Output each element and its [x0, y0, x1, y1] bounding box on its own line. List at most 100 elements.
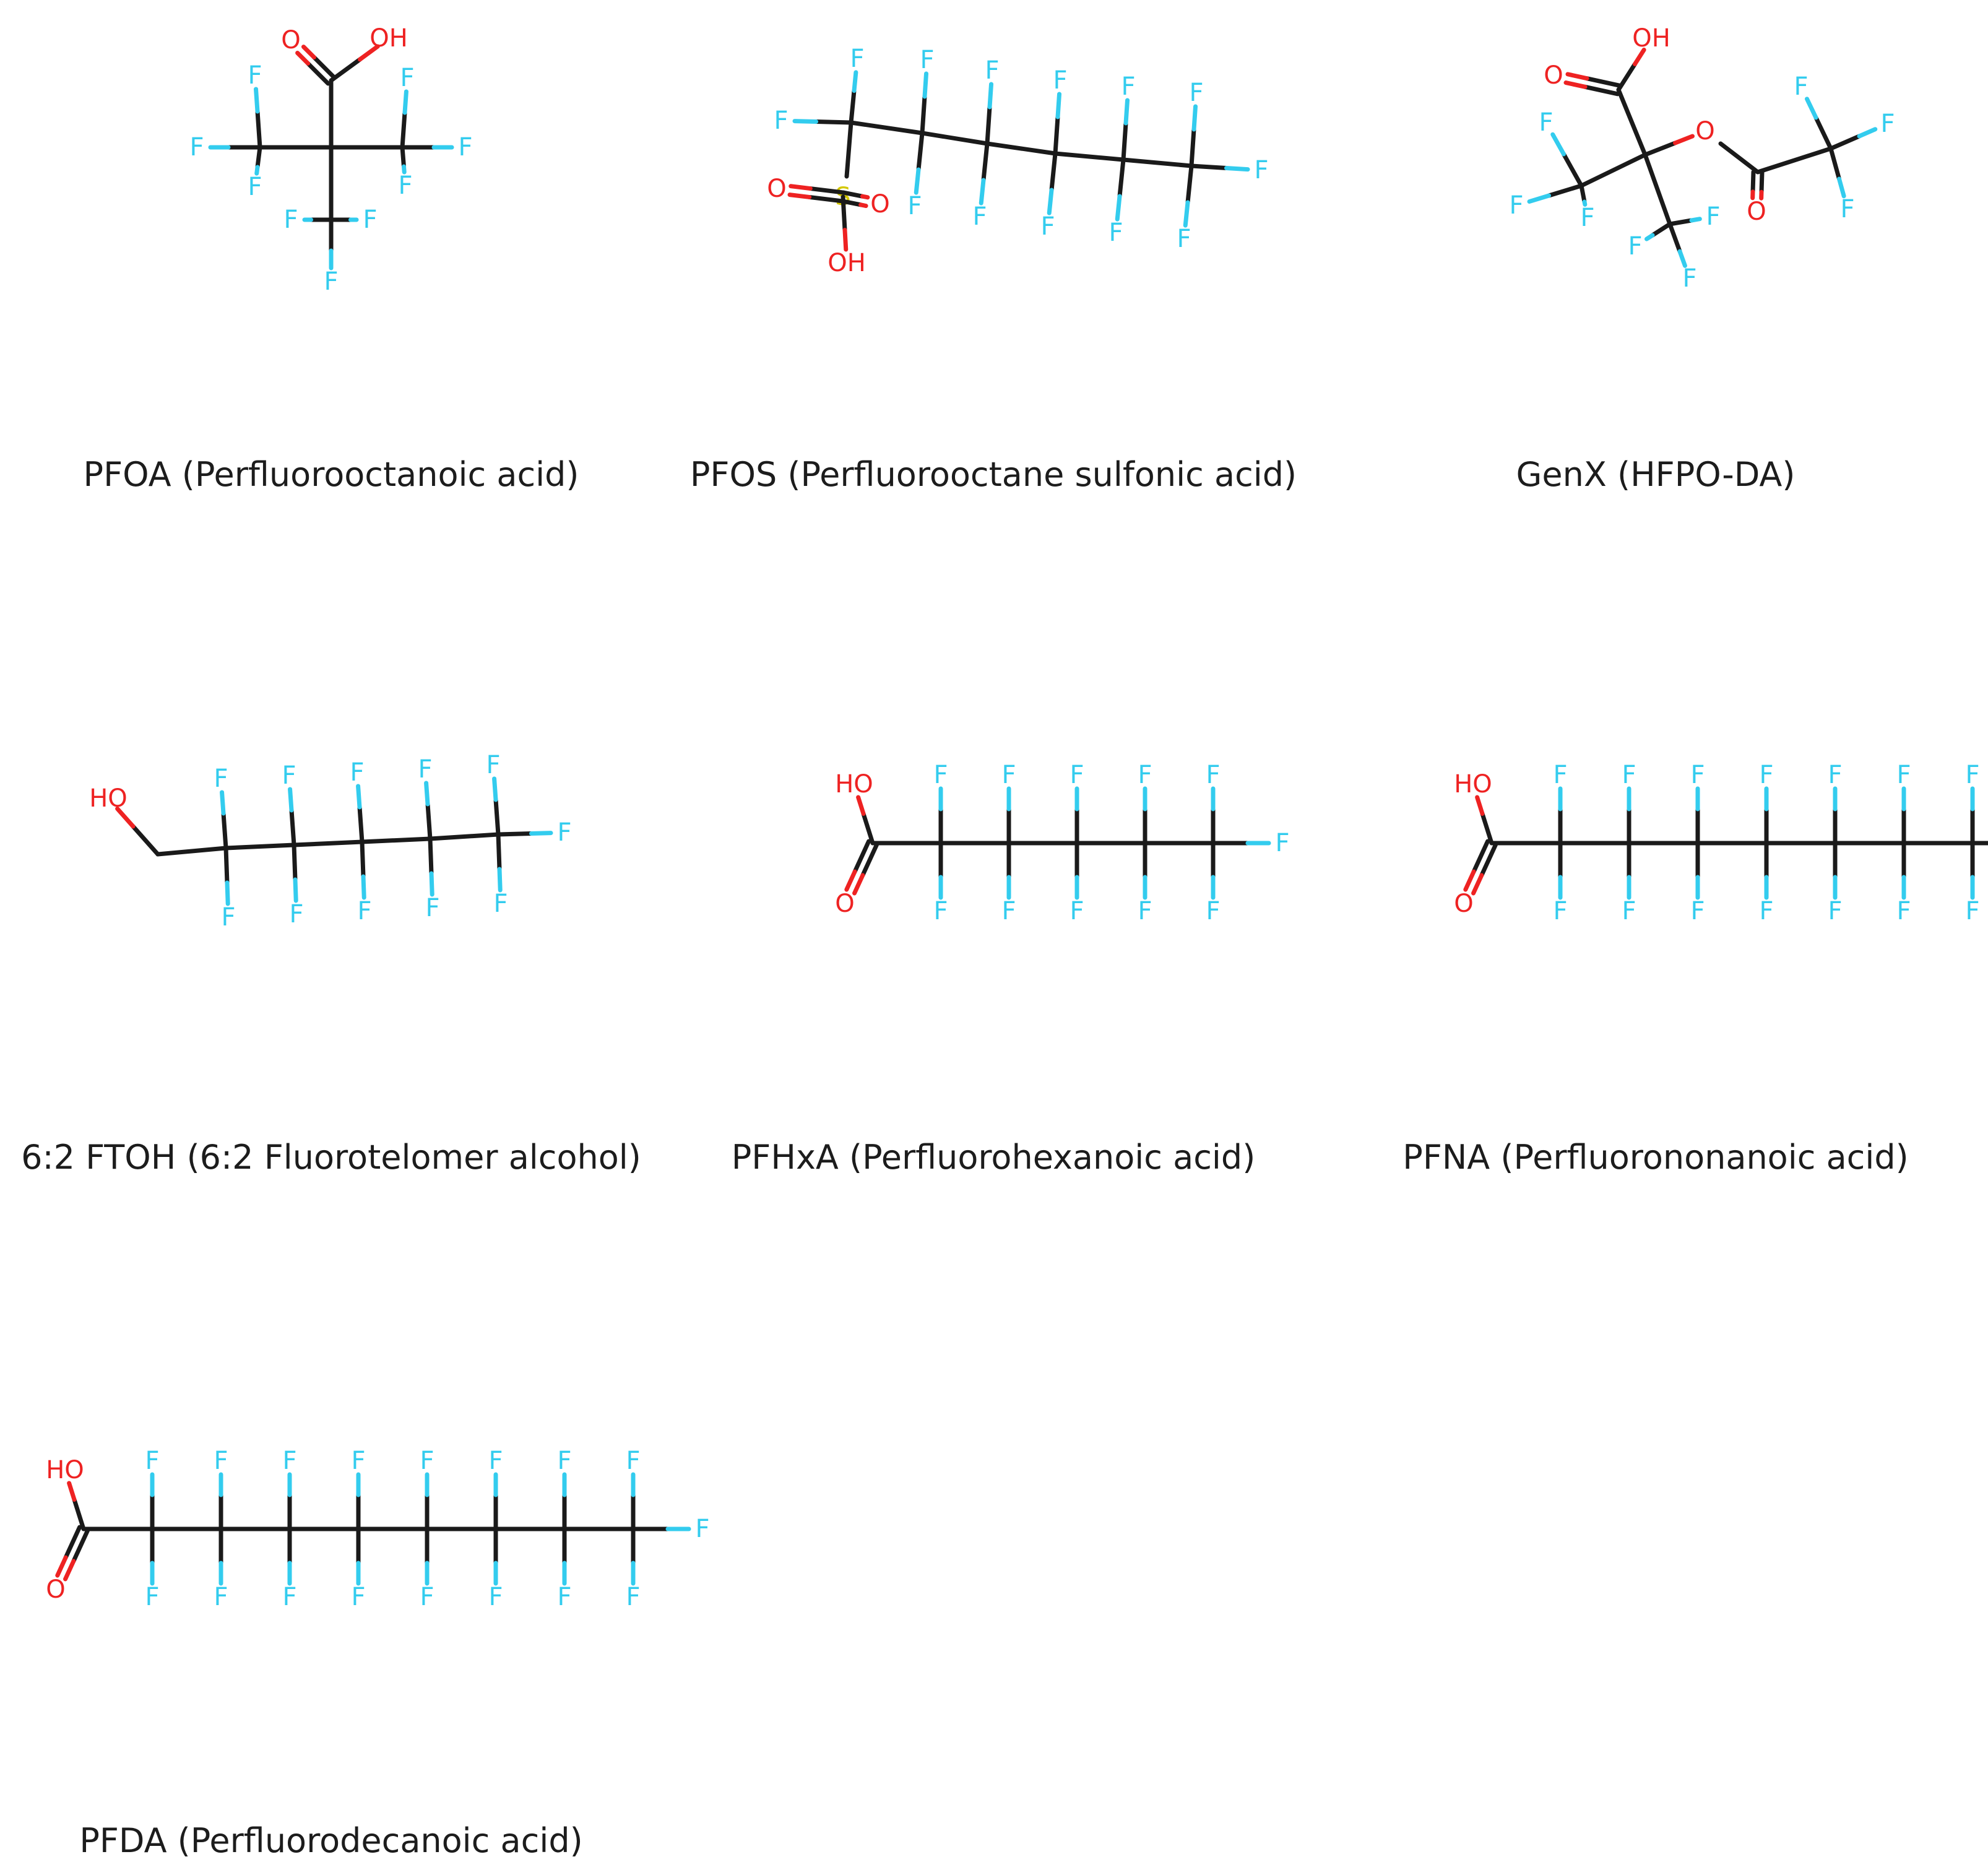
bond — [255, 109, 262, 150]
atom-label-f: F — [493, 890, 508, 918]
atom-label-ho: HO — [46, 1456, 84, 1484]
atom-label-oh: OH — [370, 24, 408, 53]
atom-label-f: F — [1828, 897, 1842, 925]
bond — [1828, 146, 1841, 181]
bond — [1053, 115, 1060, 156]
bond — [1189, 163, 1229, 170]
bond — [358, 44, 380, 62]
atom-label-f: F — [420, 1447, 434, 1475]
atom-label-f: F — [214, 1583, 228, 1611]
bond — [424, 781, 430, 807]
atom-label-f: F — [418, 755, 432, 784]
bond — [1650, 222, 1672, 238]
bond — [1643, 152, 1672, 227]
atom-label-f: F — [357, 897, 371, 925]
atom-label-ho: HO — [1454, 770, 1492, 799]
bond — [1579, 183, 1587, 204]
bond — [289, 808, 296, 847]
atom-label-f: F — [145, 1583, 159, 1611]
bond — [1547, 183, 1584, 198]
atom-label-f: F — [214, 1447, 228, 1475]
atom-label-f: F — [189, 133, 204, 162]
bond — [493, 797, 501, 837]
double-bond — [1471, 839, 1490, 874]
atom-label-f: F — [1690, 897, 1705, 925]
bond — [987, 82, 994, 110]
backbone-bond — [985, 141, 1058, 156]
atom-label-f: F — [985, 56, 999, 85]
bond — [1677, 249, 1687, 268]
double-bond — [844, 869, 857, 892]
atom-label-oh: OH — [828, 249, 866, 277]
bond — [1189, 127, 1196, 168]
double-bond — [71, 1528, 90, 1564]
atom-label-f: F — [1880, 110, 1895, 138]
atom-label-f: F — [1206, 897, 1220, 925]
bond — [1616, 62, 1637, 92]
bond — [1805, 97, 1818, 120]
bond — [400, 145, 406, 169]
bond — [131, 824, 160, 857]
atom-label-f: F — [350, 758, 364, 787]
bond — [225, 880, 230, 906]
bond — [67, 1481, 77, 1502]
bond — [1616, 87, 1648, 157]
bond — [115, 806, 136, 829]
bond — [1527, 193, 1551, 204]
bond — [72, 1497, 86, 1531]
atom-label-f: F — [1759, 897, 1773, 925]
atom-label-o: O — [46, 1575, 65, 1604]
bond — [1123, 98, 1130, 126]
structure-pfos: FFFFFFFFFFFFFSOOOH — [767, 45, 1268, 277]
double-bond — [858, 202, 868, 209]
bond — [814, 119, 854, 125]
bond — [1115, 194, 1122, 222]
backbone-bond — [292, 839, 365, 847]
atom-label-f: F — [1622, 761, 1636, 789]
bond — [1049, 151, 1058, 193]
bond — [428, 836, 434, 876]
backbone-bond — [155, 846, 228, 857]
double-bond — [306, 61, 331, 86]
double-bond — [807, 194, 845, 204]
atom-label-f: F — [486, 751, 500, 779]
backbone-bond — [920, 131, 990, 146]
atom-label-f: F — [1965, 761, 1979, 789]
bond — [288, 787, 294, 813]
backbone-bond — [849, 120, 925, 136]
atom-label-f: F — [1138, 897, 1152, 925]
bond — [1837, 176, 1846, 199]
double-bond — [789, 184, 813, 191]
bond — [981, 141, 990, 183]
bond — [1667, 222, 1682, 254]
double-bond — [1565, 72, 1589, 81]
atom-label-o: O — [767, 175, 786, 203]
caption-genx: GenX (HFPO-DA) — [1516, 455, 1796, 494]
double-bond — [1563, 80, 1588, 89]
atom-label-f: F — [907, 192, 922, 220]
double-bond — [1759, 170, 1765, 194]
bond — [922, 71, 929, 99]
atom-label-f: F — [1896, 761, 1911, 789]
bond — [792, 119, 818, 124]
caption-pfoa: PFOA (Perfluorooctanoic acid) — [83, 455, 579, 494]
caption-pfna: PFNA (Perfluorononanoic acid) — [1402, 1138, 1909, 1177]
atom-label-o: O — [1695, 117, 1714, 145]
bond — [402, 89, 408, 115]
backbone-bond — [1053, 151, 1126, 162]
atom-label-oh: OH — [1632, 24, 1670, 53]
atom-label-f: F — [351, 1583, 365, 1611]
bond — [914, 167, 921, 195]
atom-label-f: F — [248, 61, 262, 90]
atom-label-f: F — [289, 900, 303, 929]
caption-pfda: PFDA (Perfluorodecanoic acid) — [79, 1821, 583, 1860]
atom-label-f: F — [282, 1447, 296, 1475]
atom-label-f: F — [933, 897, 948, 925]
atom-label-f: F — [1509, 191, 1523, 220]
atom-label-f: F — [458, 133, 472, 162]
bond — [1047, 188, 1054, 215]
bond — [842, 228, 849, 252]
atom-label-f: F — [933, 761, 948, 789]
